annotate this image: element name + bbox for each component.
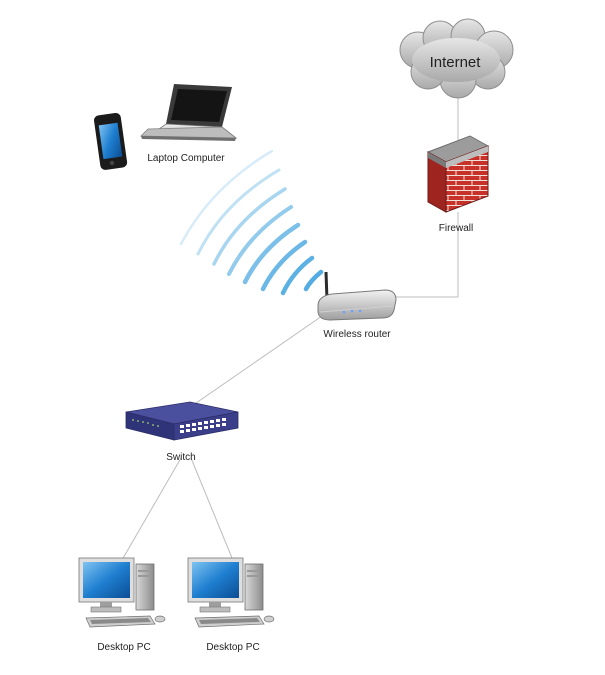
desktop-pc-icon-2[interactable]: [187, 557, 275, 628]
firewall-router-link: [396, 212, 459, 298]
laptop-icon[interactable]: [140, 84, 238, 141]
switch-desktop2-link: [190, 457, 233, 559]
wireless-signal-icon: [179, 149, 324, 296]
laptop-label: Laptop Computer: [147, 153, 225, 164]
router-label: Wireless router: [323, 329, 391, 340]
smartphone-icon[interactable]: [93, 112, 128, 170]
internet-label: Internet: [430, 54, 482, 71]
switch-desktop1-link: [121, 457, 182, 561]
internet-cloud[interactable]: Internet: [399, 18, 514, 99]
desktop-pc-icon-1[interactable]: [78, 557, 166, 628]
switch-label: Switch: [166, 452, 195, 463]
switch-icon[interactable]: [125, 401, 239, 441]
desktop-pc-label-2: Desktop PC: [206, 642, 259, 653]
firewall-label: Firewall: [439, 223, 473, 234]
wireless-router-icon[interactable]: [317, 271, 397, 321]
connections: [121, 95, 459, 561]
firewall-icon[interactable]: [426, 135, 490, 213]
desktop-pc-label-1: Desktop PC: [97, 642, 150, 653]
router-switch-link: [185, 315, 323, 411]
